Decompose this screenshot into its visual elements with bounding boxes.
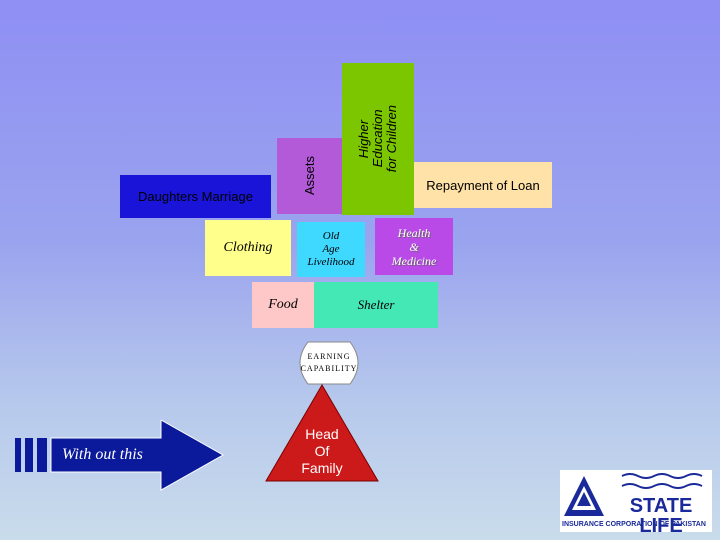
health-medicine-block: Health & Medicine	[375, 218, 453, 275]
food-block: Food	[252, 282, 314, 328]
state-life-logo: STATE LIFE INSURANCE CORPORATION OF PAKI…	[560, 470, 712, 536]
earning-capability-shape: EARNING CAPABILITY	[290, 340, 368, 386]
health-line-2: &	[409, 239, 419, 254]
head-line-1: Head	[305, 425, 339, 442]
higher-education-line-1: Higher	[356, 119, 371, 159]
logo-brand: STATE LIFE	[629, 495, 693, 537]
arrow-shape	[15, 420, 225, 491]
higher-education-line-3: for Children	[384, 105, 399, 173]
old-age-livelihood-block: Old Age Livelihood	[297, 222, 365, 277]
earning-line-1: EARNING	[307, 352, 351, 361]
shelter-block: Shelter	[314, 282, 438, 328]
old-age-line-2: Age	[322, 243, 340, 255]
with-out-this-arrow: With out this	[15, 420, 225, 492]
old-age-line-1: Old	[322, 230, 340, 242]
head-line-2: Of	[314, 442, 330, 459]
assets-label: Assets	[302, 156, 317, 196]
repayment-of-loan-label: Repayment of Loan	[426, 177, 540, 193]
clothing-block: Clothing	[205, 220, 291, 276]
logo-subtitle: INSURANCE CORPORATION OF PAKISTAN	[562, 521, 706, 528]
head-triangle-shape	[265, 384, 379, 482]
logo-emblem	[560, 473, 712, 530]
clothing-label: Clothing	[223, 240, 273, 255]
earning-line-2: CAPABILITY	[300, 364, 358, 373]
old-age-line-3: Livelihood	[307, 256, 355, 268]
daughters-marriage-block: Daughters Marriage	[120, 175, 271, 218]
arrow-label: With out this	[62, 446, 143, 463]
earning-capability-outline	[299, 341, 359, 385]
health-line-1: Health	[397, 225, 431, 240]
higher-education-line-2: Education	[370, 110, 385, 168]
higher-education-block: Higher Education for Children	[342, 63, 414, 215]
shelter-label: Shelter	[357, 297, 395, 312]
head-of-family-triangle: Head Of Family	[264, 383, 380, 483]
assets-block: Assets	[277, 138, 342, 214]
repayment-of-loan-block: Repayment of Loan	[414, 162, 552, 208]
food-label: Food	[268, 297, 298, 312]
daughters-marriage-label: Daughters Marriage	[138, 189, 253, 204]
health-line-3: Medicine	[391, 253, 437, 268]
head-line-3: Family	[301, 459, 343, 476]
